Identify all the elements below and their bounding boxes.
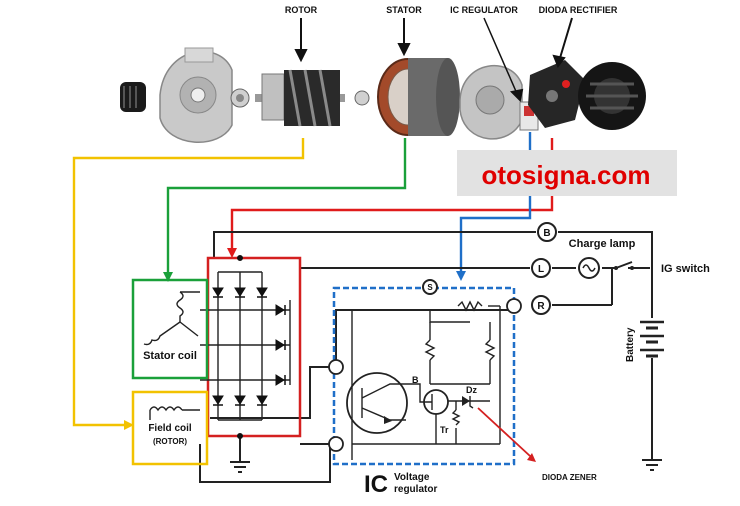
transistor-b-label: B (412, 375, 419, 385)
rear-cover-illustration (578, 62, 646, 130)
watermark-box (457, 150, 677, 196)
rectifier-diodes (200, 255, 291, 439)
label-arrows (294, 17, 573, 103)
terminal-l-label: L (538, 264, 544, 275)
watermark-text: otosigna.com (481, 160, 650, 190)
terminal-b: B (537, 222, 557, 242)
ic-internals (346, 300, 501, 460)
stator-illustration (377, 58, 460, 136)
rear-housing-illustration (459, 64, 523, 140)
dioda-zener-arrowhead (527, 453, 536, 462)
rectifier-bridge-box (206, 256, 302, 438)
terminal-r-label: R (537, 301, 545, 312)
ig-switch-label: IG switch (661, 263, 710, 275)
stator-wire (166, 138, 407, 276)
stator-coil-box (131, 278, 209, 380)
stator-label: STATOR (386, 5, 422, 15)
terminal-l: L (531, 258, 551, 278)
field-coil-winding (149, 406, 183, 412)
field-coil-sublabel: (ROTOR) (153, 437, 187, 446)
terminal-r: R (531, 295, 551, 315)
rectifier-wire-arrow (227, 248, 237, 258)
ic-wire-arrow (456, 271, 466, 281)
pulley-illustration (120, 82, 146, 112)
rotor-wire-arrow (124, 420, 134, 430)
voltage-label: Voltage (394, 472, 430, 483)
charge-lamp-label: Charge lamp (569, 238, 636, 250)
regulator-label: regulator (394, 484, 437, 495)
rectifier-illustration (528, 60, 585, 128)
rotor-label: ROTOR (285, 5, 318, 15)
dioda-zener-arrow (477, 407, 531, 457)
rotor-wire (72, 138, 305, 427)
terminal-s-label: S (427, 283, 433, 292)
bearing-front-illustration (230, 88, 250, 108)
stator-wire-arrow (163, 272, 173, 282)
field-coil-label: Field coil (148, 423, 192, 434)
bearing-rear-illustration (354, 90, 370, 106)
rotor-illustration (255, 69, 345, 127)
terminal-s: S (422, 279, 438, 295)
field-coil-box (131, 390, 209, 466)
dioda-zener-label: DIODA ZENER (542, 473, 597, 482)
stator-coil-windings (143, 291, 200, 346)
dioda-rectifier-label: DIODA RECTIFIER (539, 5, 618, 15)
ic-regulator-box (332, 286, 516, 466)
terminal-b-label: B (543, 228, 550, 239)
transistor-tr-label: Tr (440, 425, 449, 435)
zener-dz-label: Dz (466, 385, 477, 395)
charge-lamp-icon (578, 257, 600, 279)
ic-regulator-label: IC REGULATOR (450, 5, 518, 15)
stator-coil-label: Stator coil (143, 350, 197, 362)
ic-connector-points (328, 298, 522, 452)
battery-label: Battery (625, 327, 636, 362)
ic-label: IC (364, 471, 388, 498)
front-housing-illustration (159, 47, 233, 144)
